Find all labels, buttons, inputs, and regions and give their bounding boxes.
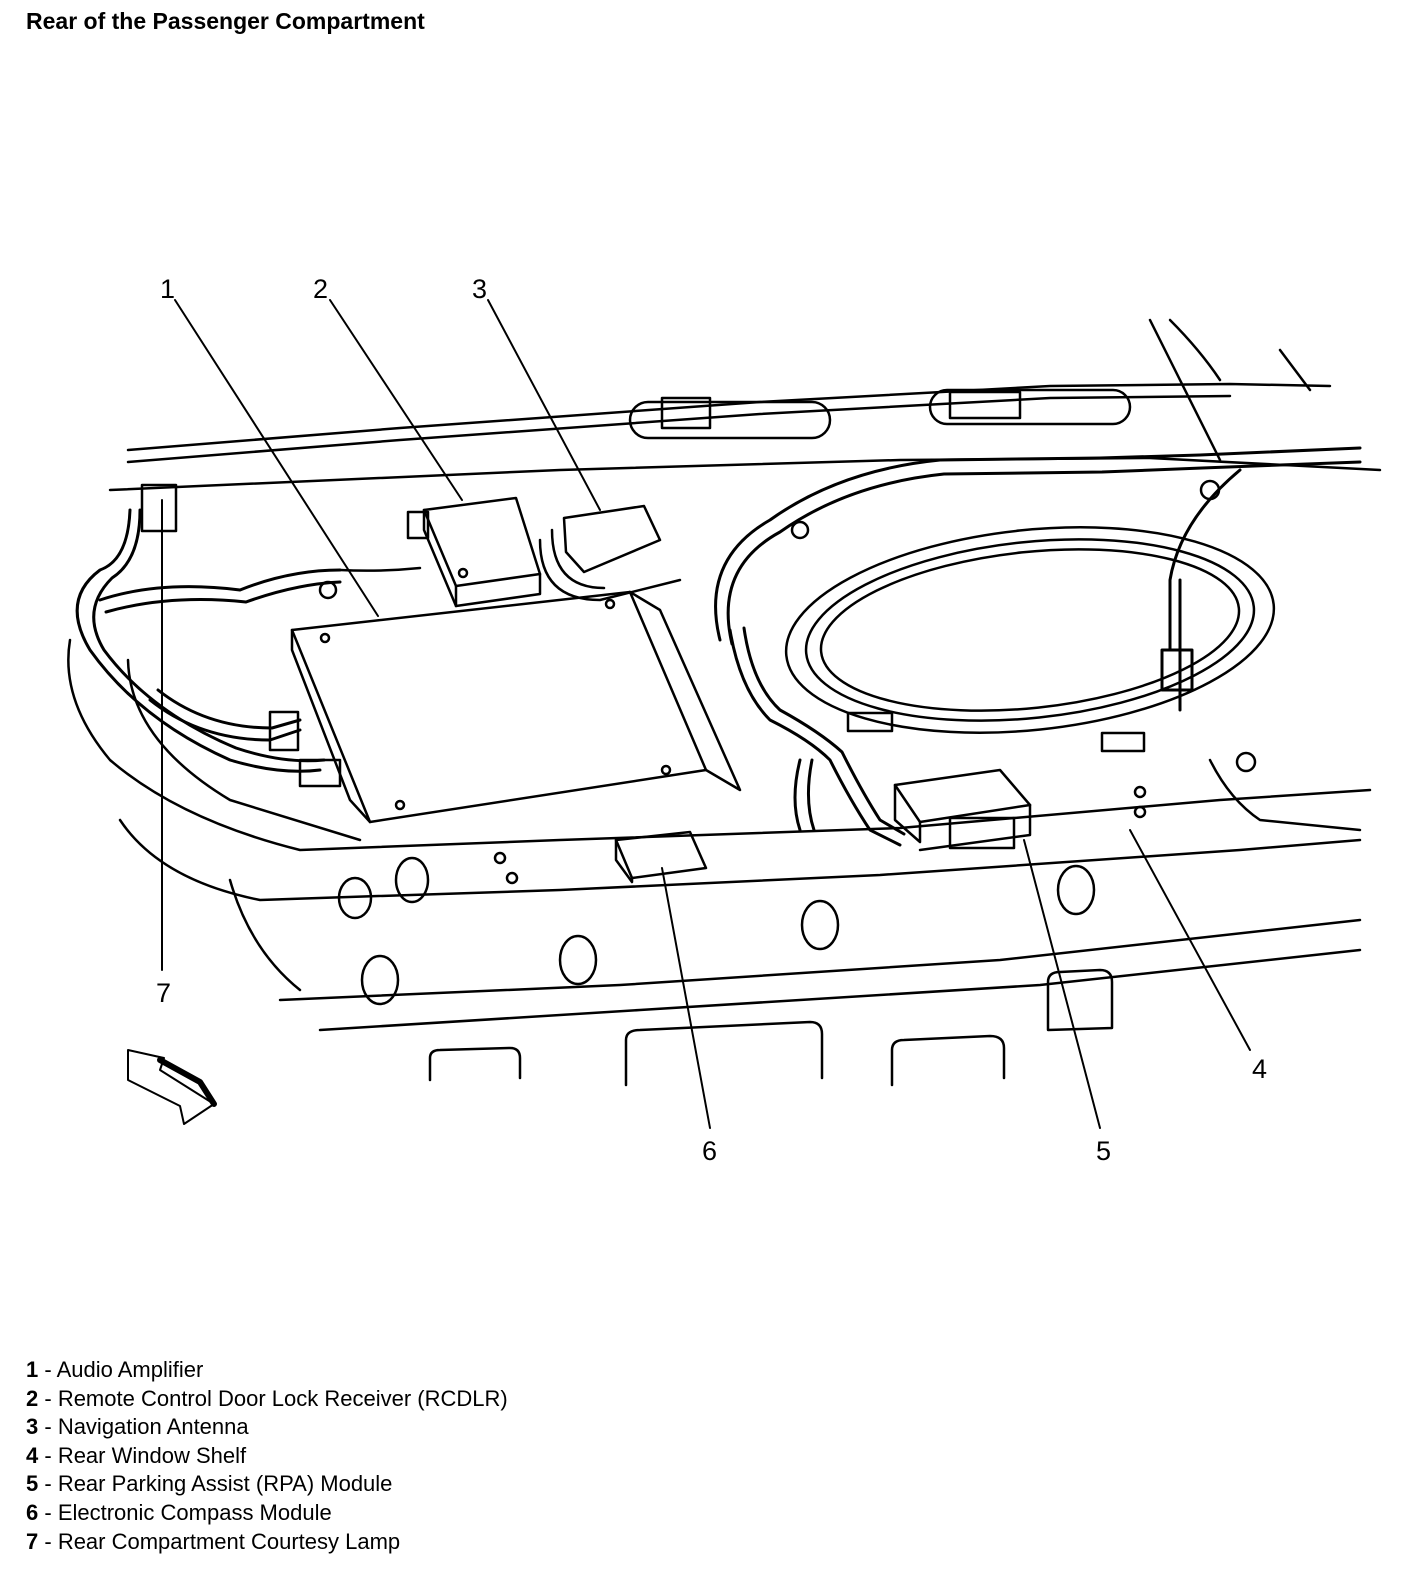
legend-item: 1 - Audio Amplifier xyxy=(26,1357,204,1382)
callout-leaders xyxy=(161,299,1251,1129)
rear-compartment-courtesy-lamp xyxy=(140,483,178,533)
remote-control-door-lock-receiver xyxy=(338,496,542,608)
forward-direction-arrow xyxy=(127,1049,217,1125)
callout-5: 5 xyxy=(1096,1136,1111,1166)
electronic-compass-module xyxy=(614,830,708,884)
legend-item: 2 - Remote Control Door Lock Receiver (R… xyxy=(26,1385,508,1411)
audio-amplifier xyxy=(268,590,742,824)
callout-3: 3 xyxy=(472,274,487,304)
legend: 1 - Audio Amplifier 2 - Remote Control D… xyxy=(26,1356,508,1556)
callout-1: 1 xyxy=(160,274,175,304)
legend-item: 6 - Electronic Compass Module xyxy=(26,1499,332,1525)
callout-4: 4 xyxy=(1252,1054,1267,1084)
legend-item: 4 - Rear Window Shelf xyxy=(26,1442,247,1468)
legend-item: 5 - Rear Parking Assist (RPA) Module xyxy=(26,1471,393,1497)
rear-parking-assist-module xyxy=(893,768,1032,852)
rear-window-shelf xyxy=(67,318,1382,1087)
page-title: Rear of the Passenger Compartment xyxy=(26,8,425,34)
legend-item: 7 - Rear Compartment Courtesy Lamp xyxy=(26,1528,401,1554)
navigation-antenna xyxy=(538,504,682,602)
callout-2: 2 xyxy=(313,274,328,304)
wiring-harness xyxy=(75,446,1362,847)
callout-7: 7 xyxy=(156,978,171,1008)
component-location-diagram: 1 2 3 4 5 6 7 xyxy=(67,274,1382,1166)
legend-item: 3 - Navigation Antenna xyxy=(26,1414,249,1440)
speaker-opening xyxy=(784,526,1276,753)
callout-6: 6 xyxy=(702,1136,717,1166)
